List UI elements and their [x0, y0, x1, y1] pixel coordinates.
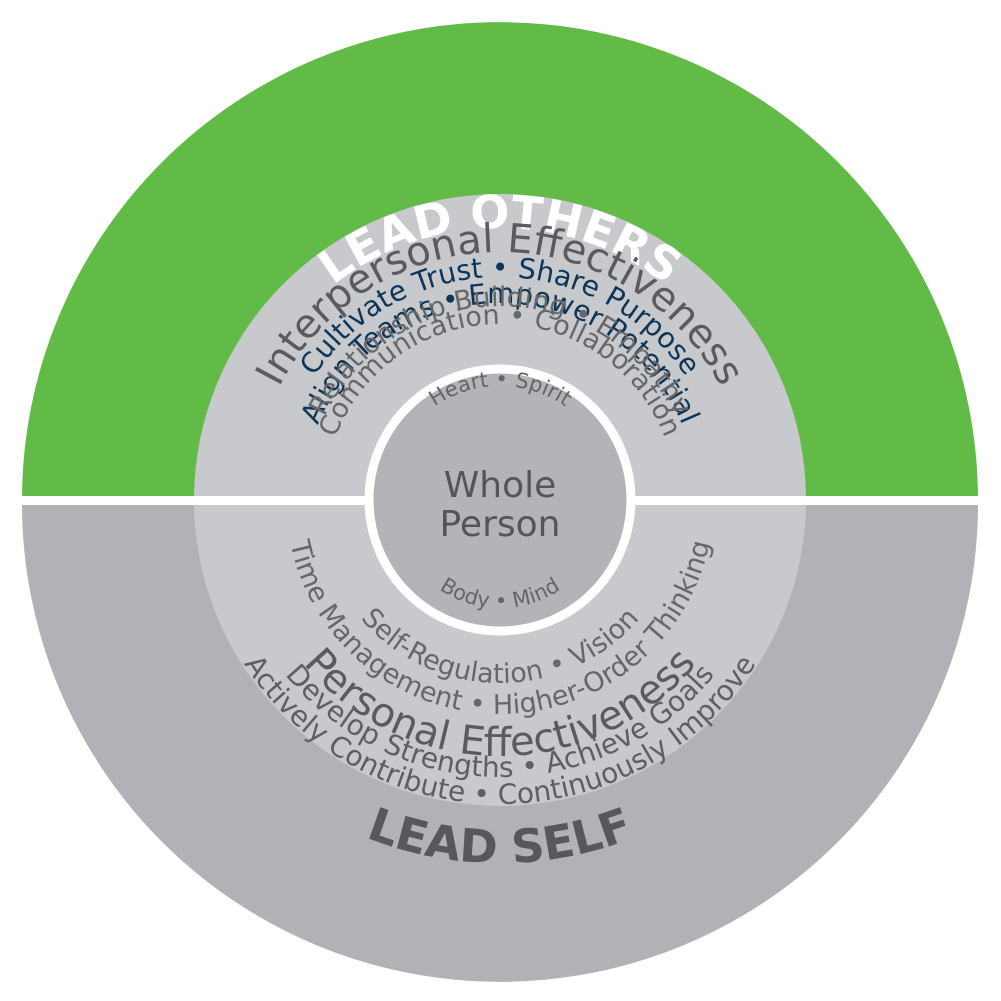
whole-person-title-line2: Person [440, 504, 561, 545]
whole-person-title-line1: Whole [444, 465, 557, 506]
whole-person-core [364, 364, 636, 636]
